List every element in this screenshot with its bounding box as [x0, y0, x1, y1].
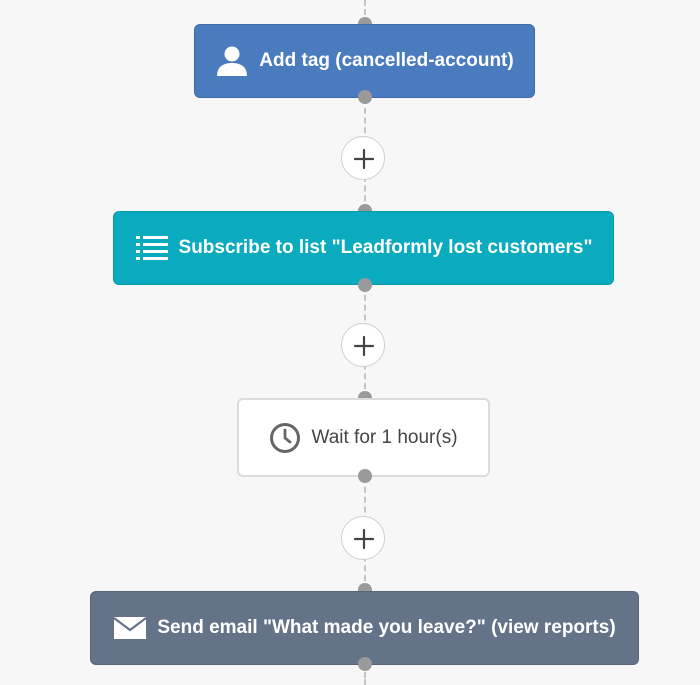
connector-dot: [358, 657, 372, 671]
connector-line: [364, 665, 366, 685]
envelope-icon: [113, 615, 148, 641]
connector-dot: [358, 278, 372, 292]
workflow-step-send-email[interactable]: Send email "What made you leave?" (view …: [90, 591, 639, 665]
connector-line: [364, 0, 366, 24]
workflow-step-subscribe-list[interactable]: Subscribe to list "Leadformly lost custo…: [113, 211, 614, 285]
workflow-step-add-tag[interactable]: Add tag (cancelled-account): [194, 24, 535, 98]
workflow-step-wait[interactable]: Wait for 1 hour(s): [237, 398, 490, 477]
plus-icon: [353, 528, 375, 550]
step-label: Send email "What made you leave?" (view …: [157, 617, 616, 638]
connector-dot: [358, 469, 372, 483]
add-step-button[interactable]: [341, 516, 385, 560]
add-step-button[interactable]: [341, 136, 385, 180]
step-label: Wait for 1 hour(s): [311, 426, 458, 448]
add-step-button[interactable]: [341, 323, 385, 367]
list-icon: [135, 233, 169, 263]
user-icon: [215, 44, 249, 78]
clock-icon: [269, 422, 301, 454]
step-label: Subscribe to list "Leadformly lost custo…: [178, 237, 593, 258]
plus-icon: [353, 335, 375, 357]
connector-dot: [358, 90, 372, 104]
step-label: Add tag (cancelled-account): [259, 50, 514, 71]
plus-icon: [353, 148, 375, 170]
